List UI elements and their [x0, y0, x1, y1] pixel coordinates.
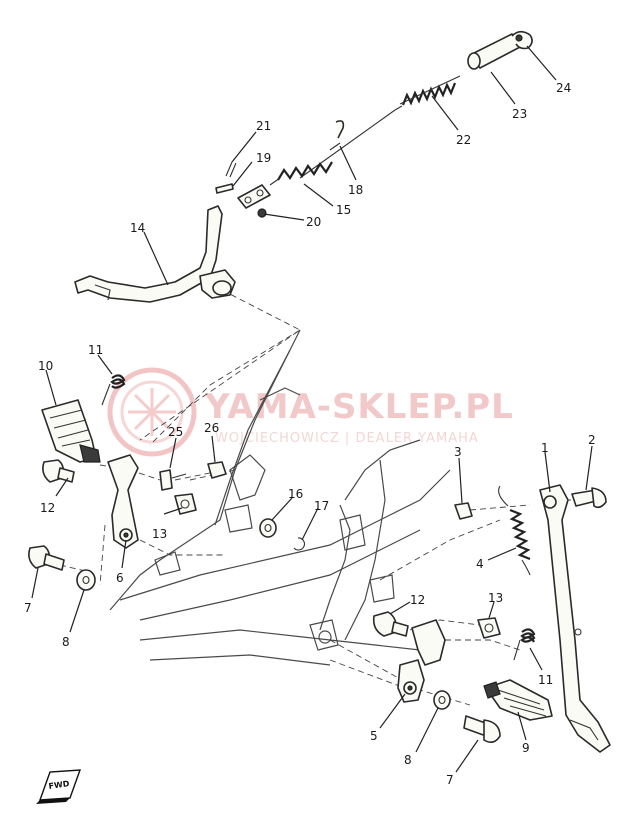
brake-pedal	[74, 205, 236, 303]
circlip-17	[293, 537, 305, 551]
callout-17: 17	[314, 499, 329, 513]
footrest-bracket-right	[397, 619, 446, 703]
cotter-pin	[225, 161, 237, 178]
forward-badge-label: FWD	[48, 779, 70, 791]
callout-25: 25	[168, 425, 183, 439]
callout-8-right: 8	[404, 753, 412, 767]
callout-12-left: 12	[40, 501, 55, 515]
forward-direction-badge: FWD	[36, 769, 82, 804]
callout-13-left: 13	[152, 527, 167, 541]
callout-23: 23	[512, 107, 527, 121]
sidestand	[539, 484, 611, 753]
callout-14: 14	[130, 221, 145, 235]
callout-26: 26	[204, 421, 219, 435]
footrest-right	[483, 679, 553, 721]
nut-right-13	[477, 617, 501, 639]
callout-6: 6	[116, 571, 124, 585]
callout-3: 3	[454, 445, 462, 459]
callout-4: 4	[476, 557, 484, 571]
callout-8-left: 8	[62, 635, 70, 649]
watermark-site-name: YAMA-SKLEP.PL	[204, 387, 514, 427]
washer-left-8	[76, 569, 96, 591]
watermark-logo	[107, 367, 197, 457]
callout-2: 2	[588, 433, 596, 447]
callout-24: 24	[556, 81, 571, 95]
washer-16	[259, 518, 277, 538]
small-washer	[257, 208, 267, 218]
callout-5: 5	[370, 729, 378, 743]
callout-12-right: 12	[410, 593, 425, 607]
pin-clip	[511, 30, 533, 50]
callout-11-left: 11	[88, 343, 103, 357]
frame-outline	[109, 329, 451, 666]
callout-18: 18	[348, 183, 363, 197]
callout-1: 1	[541, 441, 549, 455]
bolt-left-7	[28, 545, 65, 571]
bolt-25	[159, 469, 187, 491]
footrest-left	[41, 399, 101, 463]
nut-left-13	[174, 493, 197, 515]
callout-10: 10	[38, 359, 53, 373]
callout-13-right: 13	[488, 591, 503, 605]
callout-21: 21	[256, 119, 271, 133]
bolt-right-7	[463, 715, 501, 744]
footrest-bracket-left	[107, 454, 139, 549]
bolt-right-12	[372, 611, 409, 637]
brake-rod-joint	[237, 184, 271, 209]
brake-rod-spring	[399, 75, 461, 106]
footrest-spring-left	[101, 374, 126, 406]
sidestand-spring	[498, 485, 531, 576]
footrest-spring-right	[513, 628, 536, 661]
callout-7-right: 7	[446, 773, 454, 787]
callout-7-left: 7	[24, 601, 32, 615]
bolt-left-12	[42, 459, 75, 483]
callout-labels: 24 23 22 21 19 18 15 20 14 11 10 25 26 1…	[24, 81, 596, 787]
washer-right-8	[433, 690, 451, 710]
brake-rod	[299, 105, 403, 179]
callout-9: 9	[522, 741, 530, 755]
watermark-subtitle: WOJCIECHOWICZ | DEALER YAMAHA	[215, 431, 479, 446]
callout-15: 15	[336, 203, 351, 217]
nut-26	[207, 461, 227, 479]
callout-20: 20	[306, 215, 321, 229]
callout-leader-lines	[31, 45, 593, 773]
brake-return-spring	[269, 142, 341, 186]
callout-16: 16	[288, 487, 303, 501]
pivot-bolt-2	[571, 487, 607, 509]
nut-3	[454, 502, 473, 520]
callout-19: 19	[256, 151, 271, 165]
callout-11-right: 11	[538, 673, 553, 687]
callout-22: 22	[456, 133, 471, 147]
joint-pin	[215, 183, 234, 194]
